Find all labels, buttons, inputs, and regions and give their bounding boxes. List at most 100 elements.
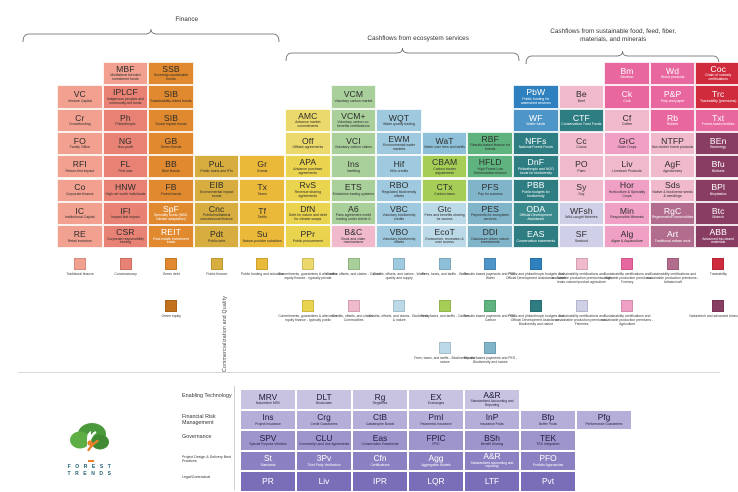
enabling-cell-pr[interactable]: PR <box>240 471 296 492</box>
enabling-cell-liv[interactable]: Liv <box>296 471 352 492</box>
enabling-cell-ipr[interactable]: IPR <box>352 471 408 492</box>
enabling-cell-ltf[interactable]: LTF <box>464 471 520 492</box>
enabling-cell-pvt[interactable]: Pvt <box>520 471 576 492</box>
